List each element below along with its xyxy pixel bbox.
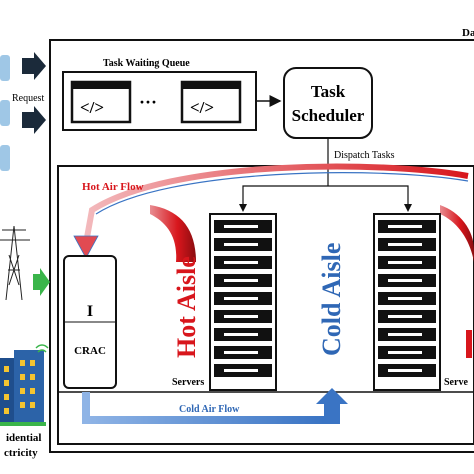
svg-text:</>: </> bbox=[190, 98, 214, 117]
task-scheduler-box bbox=[283, 67, 373, 139]
user-device-icon bbox=[0, 55, 10, 81]
request-arrows bbox=[22, 52, 46, 134]
task-icon: </> bbox=[180, 80, 242, 124]
scheduler-title-line1: Task bbox=[311, 82, 346, 101]
datacenter-frame bbox=[49, 39, 474, 453]
hot-air-return-arc bbox=[83, 163, 469, 244]
servers-label-2: Serve bbox=[444, 377, 468, 388]
transmission-tower-icon bbox=[0, 225, 30, 301]
svg-text:</>: </> bbox=[80, 98, 104, 117]
scheduler-title-line2: Scheduler bbox=[292, 106, 365, 125]
ellipsis: ··· bbox=[139, 92, 157, 112]
queue-label: Task Waiting Queue bbox=[103, 58, 190, 69]
hot-aisle-label: Hot Aisle bbox=[172, 256, 201, 358]
electricity-label: ctricity bbox=[4, 447, 38, 459]
user-device-icon bbox=[0, 145, 10, 171]
hot-air-return-arc-edge bbox=[95, 172, 469, 215]
dispatch-arrowhead bbox=[239, 204, 247, 212]
request-label: Request bbox=[12, 93, 44, 104]
dispatch-arrowhead bbox=[404, 204, 412, 212]
power-arrow-icon bbox=[33, 268, 50, 296]
server-rack-1 bbox=[209, 213, 277, 391]
residential-label: idential bbox=[6, 432, 41, 444]
building-icon bbox=[0, 344, 49, 426]
request-arrow-icon bbox=[22, 52, 46, 80]
crac-mark: I bbox=[87, 303, 93, 320]
user-device-icon bbox=[0, 100, 10, 126]
hot-aisle-label-right-fragment bbox=[466, 330, 472, 358]
crac-label: CRAC bbox=[74, 345, 106, 357]
hot-air-flow-label: Hot Air Flow bbox=[82, 181, 144, 193]
request-arrow-icon bbox=[22, 106, 46, 134]
corner-label: Da bbox=[462, 27, 474, 39]
server-rack-2 bbox=[373, 213, 441, 391]
hot-air-curl-right bbox=[440, 205, 474, 262]
dispatch-branch bbox=[242, 185, 409, 206]
cold-air-flow-path bbox=[82, 392, 324, 424]
hot-air-arrowhead bbox=[73, 235, 99, 259]
cold-air-flow-label: Cold Air Flow bbox=[179, 404, 240, 415]
hot-air-curl bbox=[150, 205, 196, 262]
servers-label-1: Servers bbox=[172, 377, 204, 388]
cold-air-arrowhead bbox=[316, 388, 348, 424]
cold-aisle-label: Cold Aisle bbox=[317, 243, 346, 356]
task-icon: </> bbox=[70, 80, 132, 124]
dispatch-label: Dispatch Tasks bbox=[334, 150, 395, 161]
